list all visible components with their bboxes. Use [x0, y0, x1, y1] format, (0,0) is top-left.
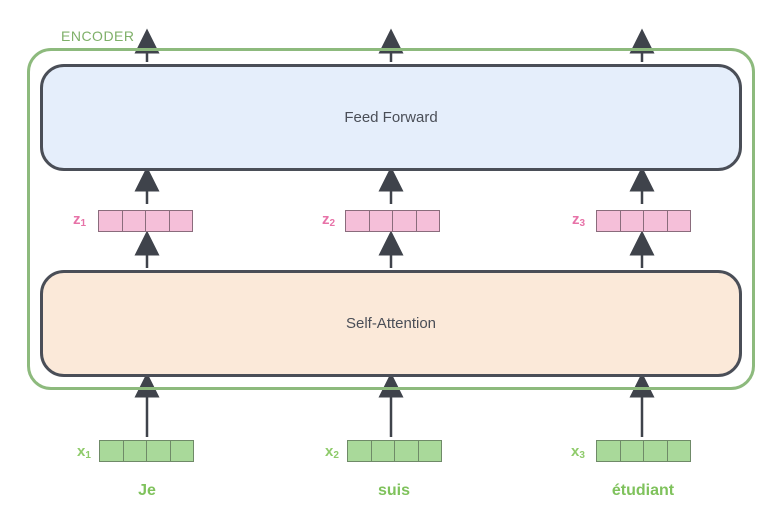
- x1-label: x1: [77, 443, 91, 461]
- word-je: Je: [138, 482, 156, 499]
- vector-cell: [392, 210, 417, 232]
- word-etudiant: étudiant: [611, 482, 675, 499]
- vector-cell: [619, 440, 644, 462]
- self-attention-label: Self-Attention: [345, 315, 437, 332]
- x3-vector: [596, 440, 691, 462]
- z2-vector: [345, 210, 440, 232]
- self-attention-layer: Self-Attention: [40, 270, 742, 377]
- feed-forward-label: Feed Forward: [344, 109, 438, 126]
- vector-cell: [98, 210, 123, 232]
- vector-cell: [415, 210, 440, 232]
- vector-cell: [643, 440, 668, 462]
- vector-cell: [666, 440, 691, 462]
- x2-vector: [347, 440, 442, 462]
- vector-cell: [394, 440, 419, 462]
- z1-label: z1: [73, 211, 87, 229]
- vector-cell: [145, 210, 170, 232]
- vector-cell: [596, 440, 621, 462]
- vector-cell: [619, 210, 644, 232]
- vector-cell: [417, 440, 442, 462]
- vector-cell: [596, 210, 621, 232]
- word-suis: suis: [377, 482, 410, 499]
- vector-cell: [169, 440, 194, 462]
- x3-label: x3: [571, 443, 585, 461]
- vector-cell: [146, 440, 171, 462]
- vector-cell: [370, 440, 395, 462]
- vector-cell: [347, 440, 372, 462]
- encoder-label: ENCODER: [58, 28, 138, 44]
- feed-forward-layer: Feed Forward: [40, 64, 742, 171]
- vector-cell: [122, 440, 147, 462]
- vector-cell: [121, 210, 146, 232]
- vector-cell: [99, 440, 124, 462]
- z3-label: z3: [572, 211, 586, 229]
- vector-cell: [168, 210, 193, 232]
- vector-cell: [345, 210, 370, 232]
- x2-label: x2: [325, 443, 339, 461]
- z2-label: z2: [322, 211, 336, 229]
- z3-vector: [596, 210, 691, 232]
- vector-cell: [666, 210, 691, 232]
- vector-cell: [643, 210, 668, 232]
- z1-vector: [98, 210, 193, 232]
- encoder-block: [27, 48, 755, 390]
- vector-cell: [368, 210, 393, 232]
- x1-vector: [99, 440, 194, 462]
